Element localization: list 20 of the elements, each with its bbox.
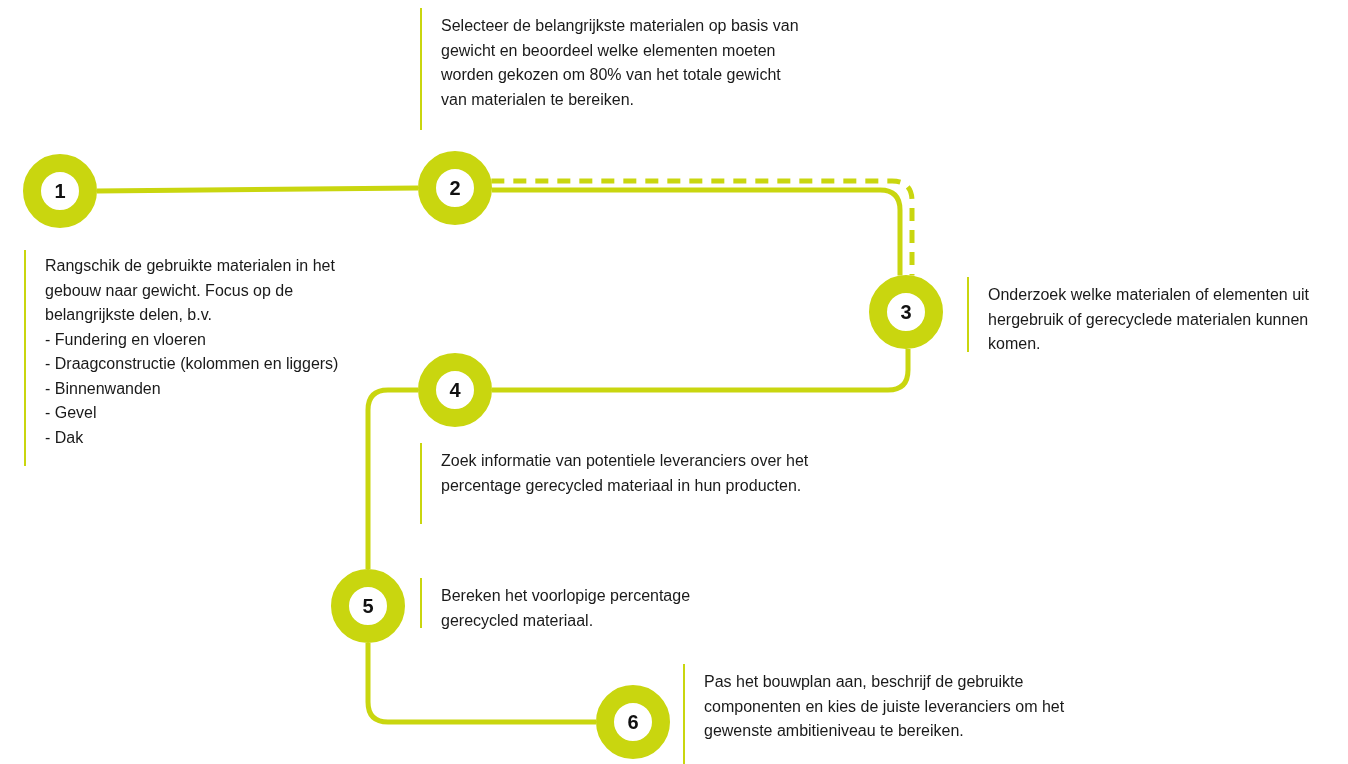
step-description: Onderzoek welke materialen of elementen uit hergebruik of gerecyclede materialen kunnen komen. xyxy=(988,285,1311,354)
step-number: 4 xyxy=(449,380,461,400)
step-description: Selecteer de belangrijkste materialen op basis van gewicht en beoordeel welke elementen moeten worden gekozen om 80% van het totale gewicht van materialen te bereiken. xyxy=(441,16,800,110)
step-number: 2 xyxy=(449,178,461,198)
connector-line xyxy=(96,185,419,194)
step-number: 5 xyxy=(362,596,374,616)
list-item: - Dak xyxy=(45,427,85,448)
list-item: - Gevel xyxy=(45,403,98,423)
step-description: Zoek informatie van potentiele leveranciers over het percentage gerecycled materiaal in hun producten. xyxy=(441,451,810,496)
step-number: 6 xyxy=(627,712,639,732)
list-item: - Draagconstructie (kolommen en liggers) xyxy=(45,354,340,374)
list-item: - Fundering en vloeren xyxy=(45,329,207,350)
connector-line xyxy=(492,348,911,393)
list-item: - Binnenwanden xyxy=(45,378,162,399)
step-number: 3 xyxy=(900,302,912,322)
step-description: Pas het bouwplan aan, beschrijf de gebruikte componenten en kies de juiste leveranciers om het gewenste ambitieniveau te bereiken. xyxy=(704,672,1066,741)
step-description: Rangschik de gebruikte materialen in het gebouw naar gewicht. Focus op de belangrijkste delen, b.v. xyxy=(45,256,336,325)
connector-line xyxy=(365,643,596,725)
step-number: 1 xyxy=(54,181,66,201)
step-description: Bereken het voorlopige percentage gerecycled materiaal. xyxy=(441,586,692,631)
